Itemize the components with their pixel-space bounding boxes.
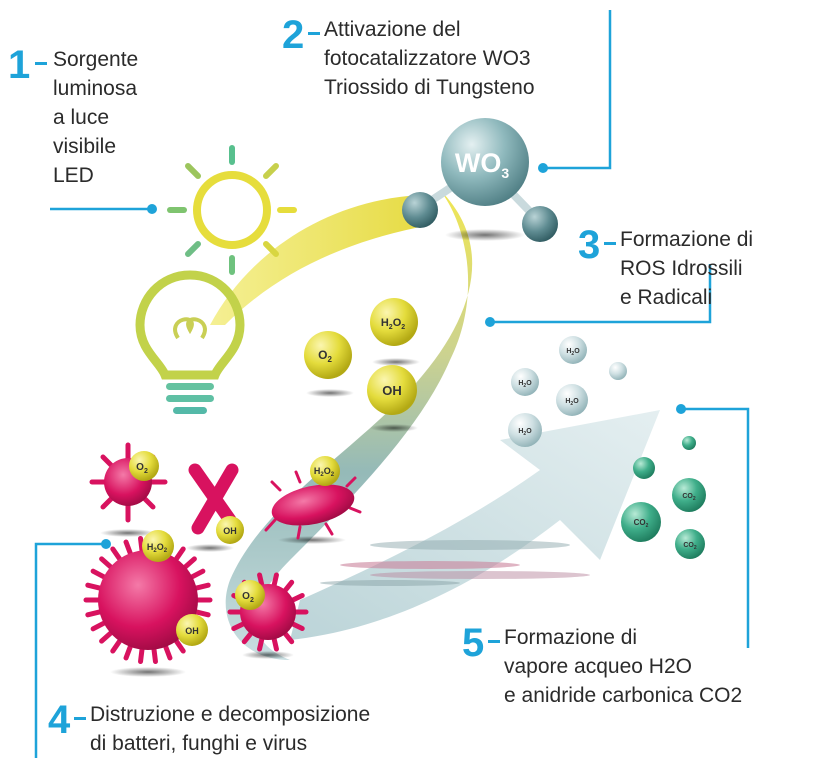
- co2-label-2: CO: [634, 518, 646, 527]
- leader-dot-3: [485, 317, 495, 327]
- step-3-line-2: ROS Idrossili: [620, 257, 743, 280]
- step-5-line-3: e anidride carbonica CO2: [504, 684, 743, 707]
- virus-big: H2O2 OH: [83, 530, 213, 677]
- led-bulb-icon: [135, 270, 245, 414]
- output-arrow: [290, 410, 660, 640]
- svg-text:CO2: CO2: [634, 518, 649, 529]
- step-1-number: 1: [8, 43, 31, 87]
- svg-text:H2O: H2O: [565, 398, 579, 407]
- ros-label-o2: O: [318, 348, 327, 362]
- water-label-2: H: [518, 380, 523, 387]
- svg-text:H2O: H2O: [566, 348, 580, 357]
- leader-line-2: [545, 10, 612, 170]
- leader-dot-2: [538, 163, 548, 173]
- svg-text:O2: O2: [242, 591, 254, 604]
- step-1-line-4: visibile: [53, 135, 117, 158]
- svg-text:H2O: H2O: [518, 380, 532, 389]
- step-5-number: 5: [462, 621, 485, 665]
- virus-2: O2: [227, 572, 309, 659]
- virus-1: O2: [89, 442, 168, 537]
- step-3-line-1: Formazione di: [620, 228, 754, 251]
- svg-text:CO2: CO2: [682, 493, 696, 502]
- decomposition-smears: [320, 540, 590, 586]
- step-4-number: 4: [48, 698, 71, 742]
- svg-text:O2: O2: [136, 462, 148, 475]
- microbes: O2 OH H2O2 H2O2: [83, 442, 362, 677]
- microbe-label-6: O: [242, 591, 250, 602]
- co2-molecules: CO2 CO2 CO2: [621, 436, 706, 559]
- step-4-line-1: Distruzione e decomposizione: [90, 703, 371, 726]
- step-4-line-2: di batteri, funghi e virus: [90, 732, 308, 755]
- step-2-line-2: fotocatalizzatore WO3: [324, 47, 531, 70]
- svg-text:H2O2: H2O2: [147, 542, 168, 554]
- leader-line-3: [492, 264, 712, 324]
- water-label-4: H: [518, 428, 523, 435]
- sun-icon: [167, 145, 297, 275]
- step-3-number: 3: [578, 223, 601, 267]
- step-2-line-3: Triossido di Tungsteno: [324, 76, 535, 99]
- co2-label-3: CO: [683, 542, 694, 549]
- water-label-3: H: [565, 398, 570, 405]
- step-1-line-5: LED: [53, 164, 94, 187]
- fungus-x: OH: [186, 463, 244, 552]
- svg-text:H2O2: H2O2: [314, 466, 335, 478]
- water-molecules: H2O H2O H2O H2O: [508, 336, 627, 447]
- step-3-line-3: e Radicali: [620, 286, 713, 309]
- water-label-1: H: [566, 348, 571, 355]
- microbe-label-3: OH: [223, 526, 237, 536]
- svg-text:H2O2: H2O2: [381, 317, 405, 331]
- step-1-line-2: luminosa: [53, 77, 138, 100]
- step-2-number: 2: [282, 13, 305, 57]
- microbe-label-1: O: [136, 462, 144, 473]
- leader-line-4: [34, 542, 104, 758]
- ros-label-h2o2: H: [381, 317, 389, 329]
- leader-lines: [34, 10, 750, 758]
- leader-line-5: [683, 407, 750, 648]
- leader-dot-4: [101, 539, 111, 549]
- microbe-label-5: OH: [185, 626, 199, 636]
- co2-label-1: CO: [682, 493, 693, 500]
- svg-text:CO2: CO2: [683, 542, 697, 551]
- catalyst-molecule: WO3: [402, 118, 558, 242]
- svg-text:WO3: WO3: [455, 148, 510, 181]
- light-band: [210, 195, 430, 325]
- svg-text:O2: O2: [318, 348, 332, 364]
- microbe-label-4: H: [147, 542, 154, 552]
- catalyst-label: WO: [455, 148, 502, 178]
- step-5-line-2: vapore acqueo H2O: [504, 655, 692, 678]
- step-1-line-1: Sorgente: [53, 48, 139, 71]
- microbe-label-2: H: [314, 466, 321, 476]
- step-1-line-3: a luce: [53, 106, 110, 129]
- ros-molecules: O2 H2O2 OH: [304, 298, 420, 432]
- bacterium-rod: H2O2: [264, 456, 362, 544]
- leader-dot-5: [676, 404, 686, 414]
- leader-dot-1: [147, 204, 157, 214]
- step-5-line-1: Formazione di: [504, 626, 638, 649]
- svg-text:H2O: H2O: [518, 428, 532, 437]
- step-2-line-1: Attivazione del: [324, 18, 461, 41]
- ros-label-oh: OH: [382, 383, 402, 398]
